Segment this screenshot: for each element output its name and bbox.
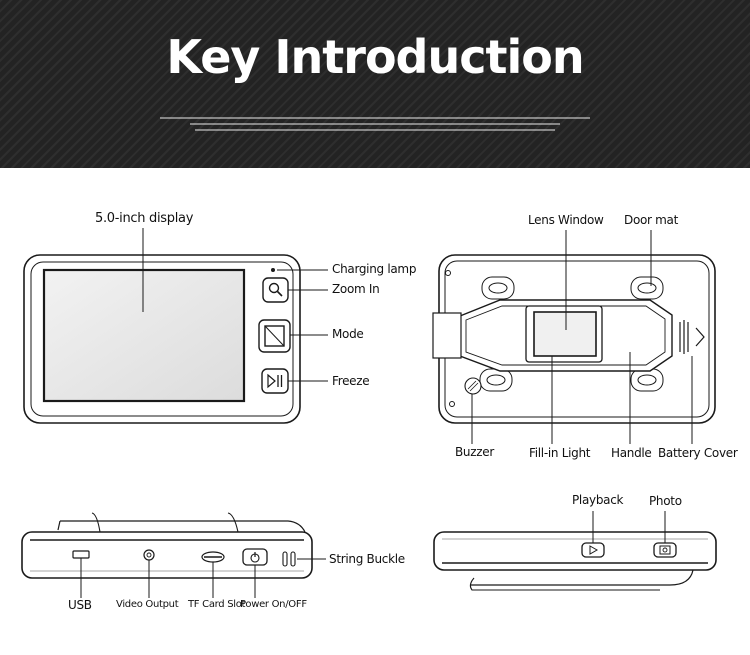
charging-lamp-dot bbox=[271, 268, 275, 272]
label-fill-in-light: Fill-in Light bbox=[529, 446, 591, 460]
label-buzzer: Buzzer bbox=[455, 445, 494, 459]
tf-card-slot-icon bbox=[201, 551, 225, 563]
mode-square-icon bbox=[258, 319, 291, 353]
back-handle bbox=[470, 569, 694, 586]
camera-icon bbox=[653, 542, 677, 558]
usb-port-icon bbox=[72, 550, 90, 559]
play-icon bbox=[581, 542, 605, 558]
handle-clip bbox=[432, 312, 462, 359]
page-title: Key Introduction bbox=[166, 30, 584, 84]
bottom-edge-device bbox=[21, 512, 326, 598]
label-video-output: Video Output bbox=[116, 599, 179, 610]
label-handle: Handle bbox=[611, 446, 652, 460]
battery-cover-grip bbox=[679, 320, 689, 354]
label-charging-lamp: Charging lamp bbox=[332, 262, 417, 276]
label-photo: Photo bbox=[649, 494, 682, 508]
label-battery-cover: Battery Cover bbox=[658, 446, 738, 460]
label-display: 5.0-inch display bbox=[95, 211, 194, 226]
back-view-device bbox=[432, 230, 716, 444]
label-playback: Playback bbox=[572, 493, 624, 507]
banner-fine-print-line bbox=[190, 123, 560, 125]
string-buckle-icon bbox=[282, 551, 296, 567]
video-output-port-icon bbox=[143, 549, 155, 561]
top-edge-device bbox=[433, 511, 717, 591]
label-door-mat: Door mat bbox=[624, 213, 679, 227]
label-power-on-off: Power On/OFF bbox=[240, 599, 307, 610]
label-string-buckle: String Buckle bbox=[329, 552, 405, 566]
display-screen bbox=[42, 268, 246, 403]
magnifier-icon bbox=[262, 277, 289, 303]
banner-fine-print-line bbox=[195, 129, 555, 131]
door-mat bbox=[479, 276, 664, 392]
buzzer bbox=[464, 377, 482, 395]
label-mode: Mode bbox=[332, 327, 364, 341]
label-tf-card-slot: TF Card Slot bbox=[188, 599, 246, 610]
play-pause-icon bbox=[261, 368, 289, 394]
label-zoom-in: Zoom In bbox=[332, 282, 380, 296]
header-banner: Key Introduction bbox=[0, 0, 750, 168]
front-view-device bbox=[23, 228, 328, 424]
label-lens-window: Lens Window bbox=[528, 213, 604, 227]
label-freeze: Freeze bbox=[332, 374, 370, 388]
power-icon bbox=[242, 548, 268, 566]
banner-fine-print-line bbox=[160, 117, 590, 119]
label-usb: USB bbox=[68, 598, 92, 612]
